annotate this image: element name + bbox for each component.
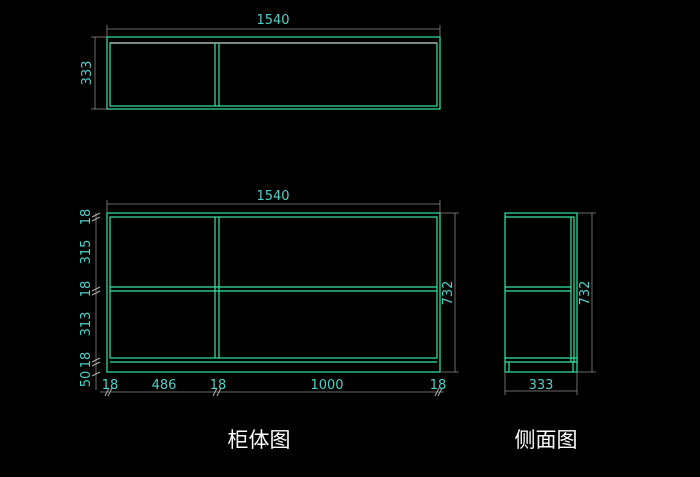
- horizontal-tick: [212, 387, 218, 397]
- front-view-vdim-0: 18: [79, 209, 94, 226]
- side-view-height-label: 732: [578, 281, 593, 306]
- side-view-caption: 侧面图: [515, 428, 578, 452]
- top-view-inner-panel: [109, 42, 438, 107]
- side-view-back-panel: [570, 216, 575, 363]
- front-view-vdim-1: 315: [79, 240, 94, 265]
- front-view-hdim-1: 486: [152, 378, 177, 393]
- front-view-horizontal-ticks: [104, 387, 443, 397]
- front-view: 1540 732 18 315 18 313 18 50: [79, 189, 459, 452]
- vertical-tick: [91, 212, 101, 218]
- vertical-tick: [91, 357, 101, 363]
- front-view-height-label: 732: [441, 281, 456, 306]
- front-view-vdim-2: 18: [79, 281, 94, 298]
- side-view: 732 333 侧面图: [504, 212, 596, 452]
- top-view-depth-label: 333: [80, 61, 95, 86]
- front-view-vdim-4: 18: [79, 352, 94, 369]
- front-view-hdim-4: 18: [430, 378, 447, 393]
- vertical-tick: [91, 290, 101, 296]
- front-view-hdim-2: 18: [210, 378, 227, 393]
- horizontal-tick: [104, 387, 110, 397]
- top-view: 1540 333: [80, 13, 441, 110]
- side-view-depth-label: 333: [529, 378, 554, 393]
- front-view-vdim-3: 313: [79, 312, 94, 337]
- horizontal-tick: [216, 387, 222, 397]
- vertical-tick: [91, 286, 101, 292]
- front-view-caption: 柜体图: [228, 428, 291, 452]
- front-view-vdim-5: 50: [79, 371, 94, 388]
- side-view-outer-frame: [504, 212, 578, 373]
- front-view-hdim-3: 1000: [310, 378, 343, 393]
- vertical-tick: [91, 361, 101, 367]
- top-view-width-label: 1540: [256, 13, 289, 28]
- front-view-width-label: 1540: [256, 189, 289, 204]
- horizontal-tick: [437, 387, 443, 397]
- horizontal-tick: [107, 387, 113, 397]
- vertical-tick: [91, 216, 101, 222]
- vertical-tick: [91, 371, 101, 377]
- top-view-outer-panel: [106, 36, 441, 110]
- front-view-outer-frame: [106, 212, 441, 373]
- front-view-hdim-0: 18: [102, 378, 119, 393]
- horizontal-tick: [434, 387, 440, 397]
- front-view-vertical-ticks: [91, 212, 101, 377]
